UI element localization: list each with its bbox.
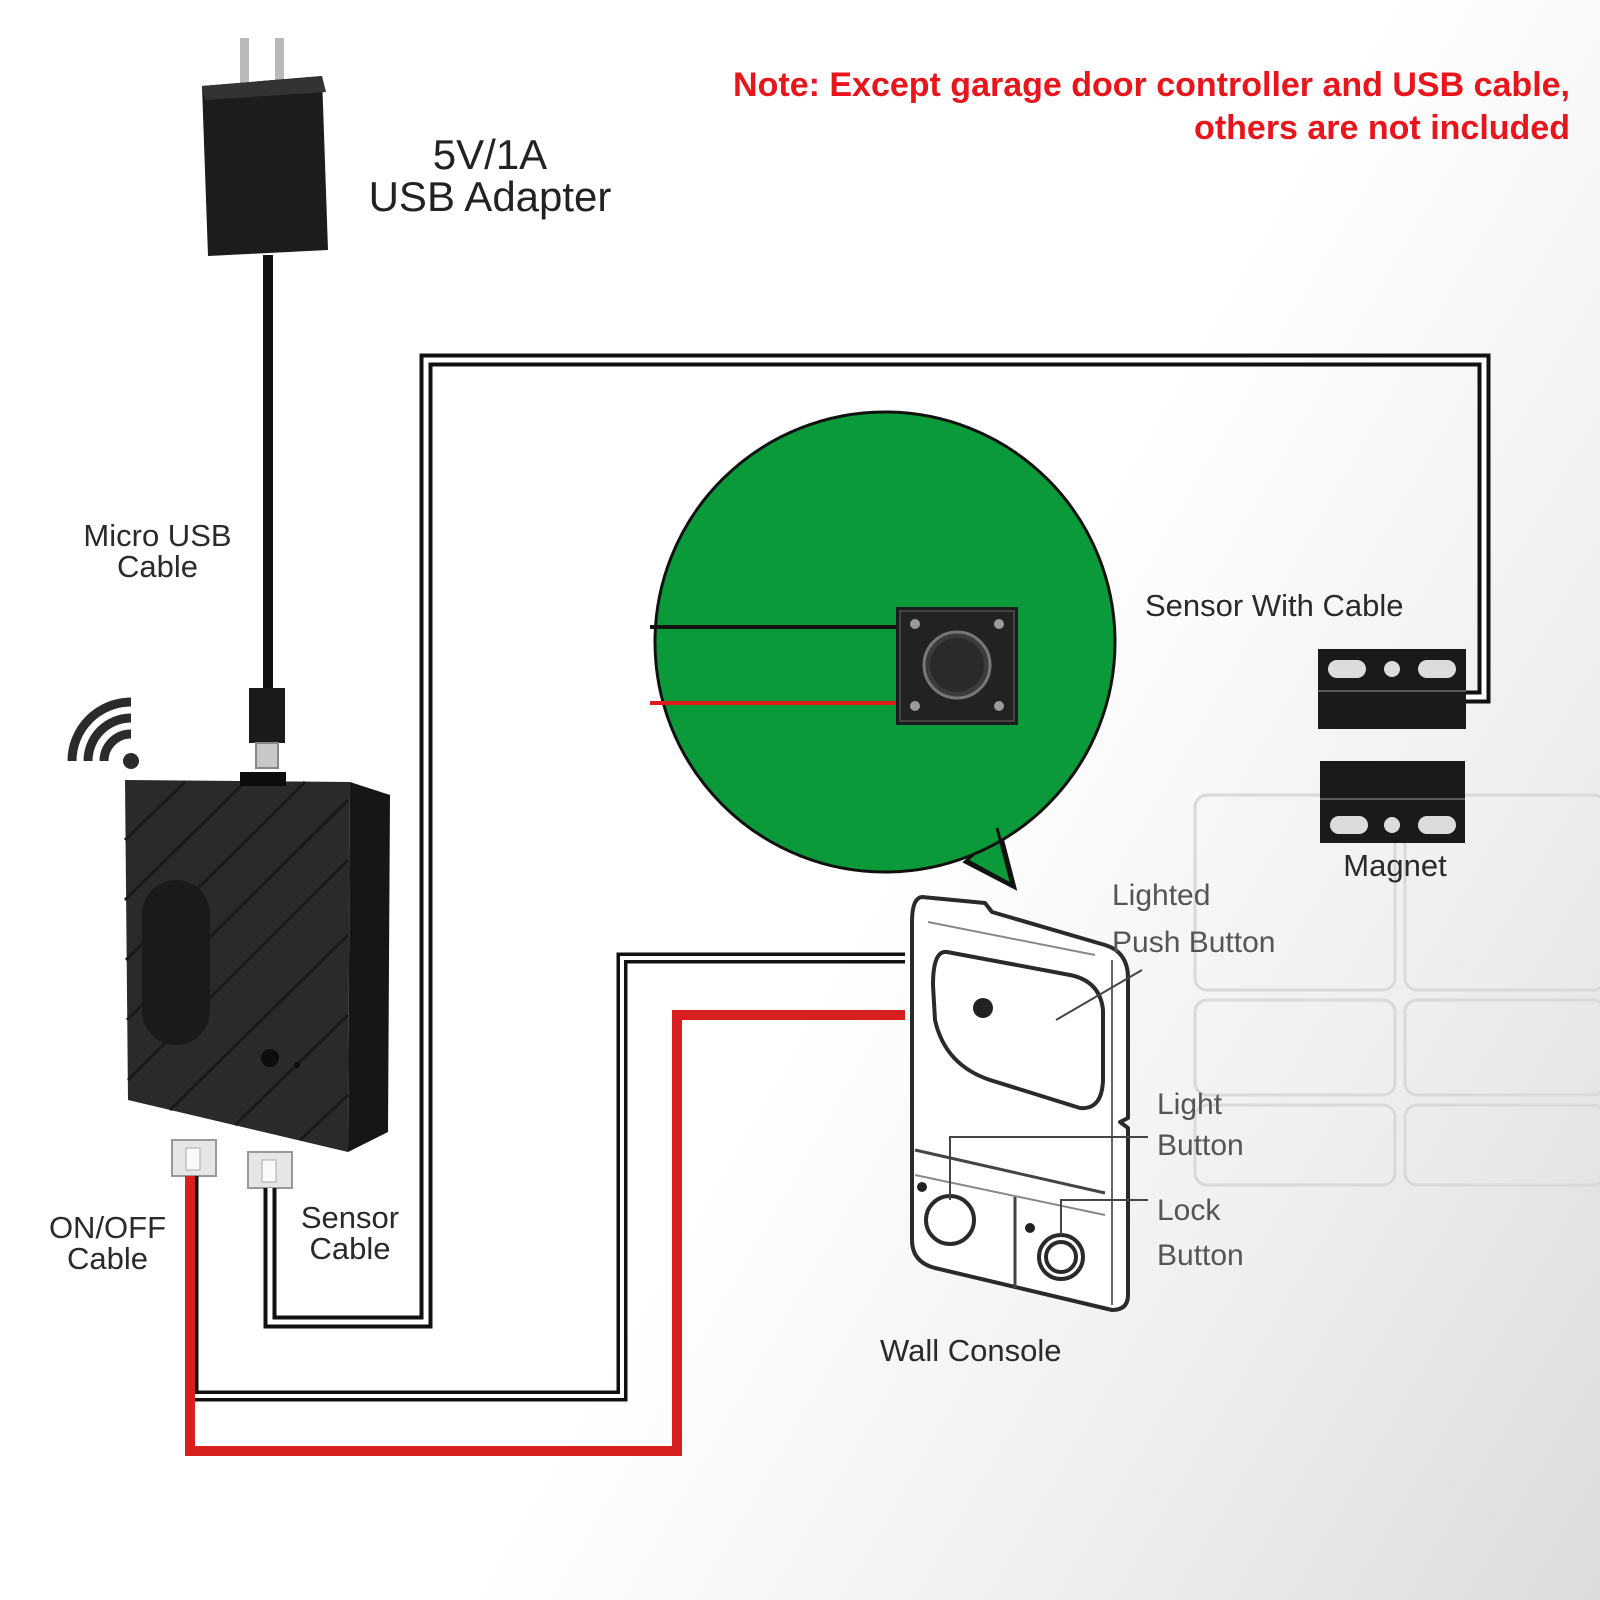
adapter-label-line-2: USB Adapter: [368, 173, 612, 220]
magnet-label: Magnet: [1343, 848, 1447, 883]
onoff-cable-label-line-1: ON/OFF: [48, 1210, 167, 1245]
light-label-line-2: Button: [1157, 1129, 1244, 1163]
sensor-cable-label: Sensor Cable: [280, 1202, 420, 1264]
note-line-2: others are not included: [1194, 108, 1570, 147]
usb-adapter-icon: [202, 38, 328, 256]
onoff-cable-label-line-2: Cable: [67, 1241, 148, 1276]
micro-usb-cable: [249, 255, 285, 769]
note-line-1: Note: Except garage door controller and …: [733, 66, 1570, 104]
push-switch-icon: [896, 607, 1018, 725]
adapter-label: 5V/1A USB Adapter: [330, 134, 650, 218]
sensor-connector: [247, 1151, 293, 1189]
lock-label-line-2: Button: [1157, 1239, 1244, 1272]
note-text: Note: Except garage door controller and …: [560, 64, 1570, 149]
background-tiles: [1193, 793, 1600, 1187]
wifi-icon: [67, 697, 139, 769]
micro-usb-label: Micro USB Cable: [50, 520, 265, 582]
sensor-cable-label-line-2: Cable: [309, 1231, 391, 1266]
lock-label-line-1: Lock: [1157, 1194, 1221, 1227]
onoff-cable-label: ON/OFF Cable: [20, 1212, 195, 1274]
light-button-label: Light Button: [1157, 1084, 1307, 1167]
wall-console-label: Wall Console: [880, 1333, 1062, 1368]
controller-icon: [123, 772, 390, 1152]
magnet-icon: [1320, 761, 1465, 843]
micro-usb-label-line-2: Cable: [117, 549, 198, 584]
lighted-label-line-2: Push Button: [1112, 925, 1276, 959]
lock-button-label: Lock Button: [1157, 1188, 1307, 1278]
sensor-cable-label-line-1: Sensor: [300, 1200, 400, 1235]
push-switch-bubble: [650, 410, 1117, 891]
onoff-connector: [171, 1139, 217, 1177]
light-label-line-1: Light: [1157, 1088, 1223, 1121]
onoff-wire-red: [185, 1010, 905, 1456]
adapter-label-line-1: 5V/1A: [432, 131, 548, 178]
lighted-label-line-1: Lighted: [1112, 879, 1211, 912]
wall-console-icon: [910, 895, 1130, 1312]
micro-usb-label-line-1: Micro USB: [83, 518, 232, 553]
lighted-push-button-label: Lighted Push Button: [1112, 873, 1332, 966]
leader-lines: [949, 969, 1148, 1235]
sensor-icon: [1318, 649, 1466, 729]
sensor-with-cable-label: Sensor With Cable: [1145, 588, 1404, 623]
